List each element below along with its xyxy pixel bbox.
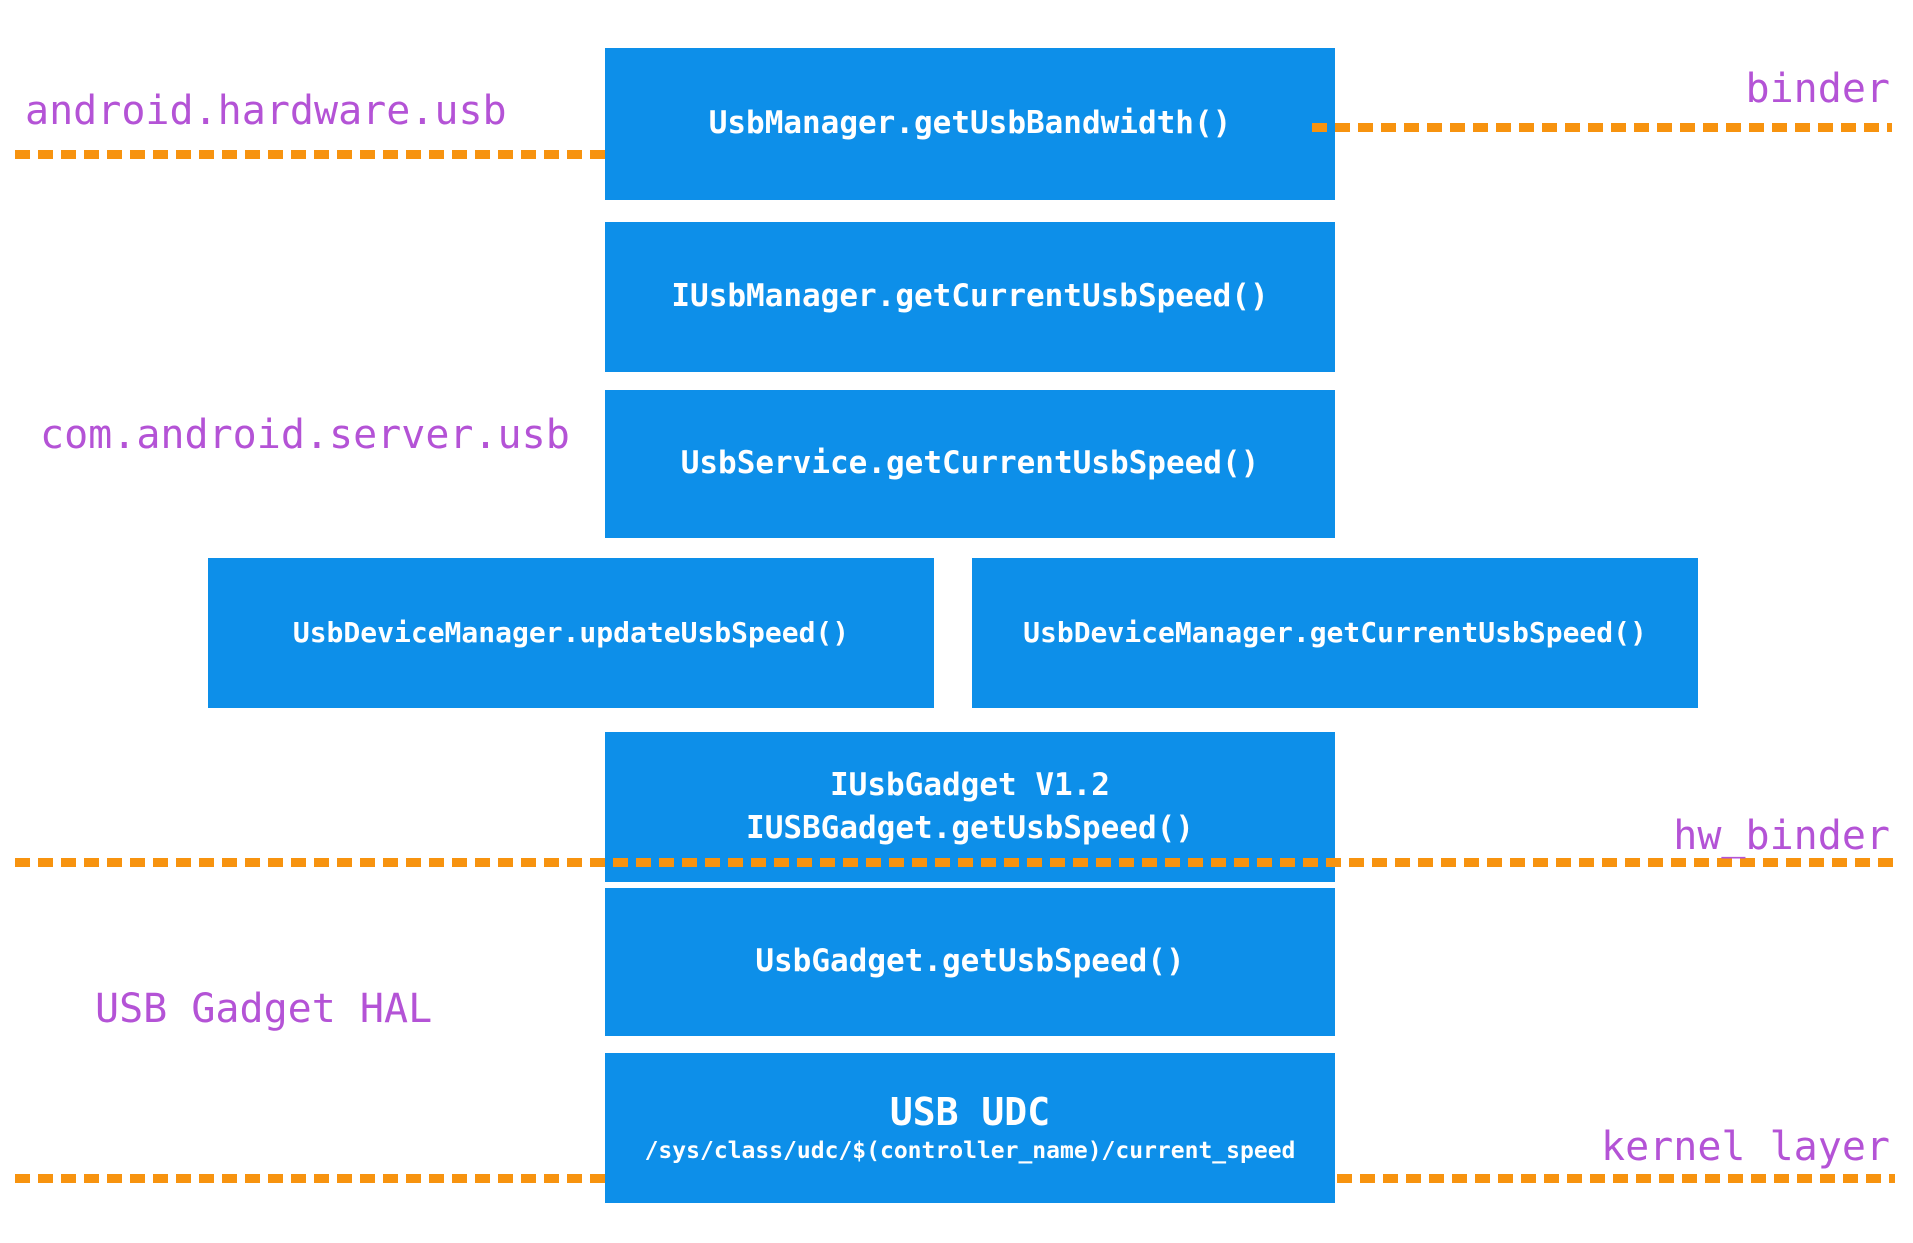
box-usbgadget-getusbspeed: UsbGadget.getUsbSpeed(): [605, 888, 1335, 1036]
box-usbservice-getcurrentusbspeed: UsbService.getCurrentUsbSpeed(): [605, 390, 1335, 538]
label-kernel-layer: kernel layer: [1601, 1124, 1890, 1170]
box-usb-udc-title: USB UDC: [889, 1090, 1051, 1135]
label-usb-gadget-hal: USB Gadget HAL: [95, 986, 433, 1032]
box-iusbmanager-getcurrentusbspeed: IUsbManager.getCurrentUsbSpeed(): [605, 222, 1335, 372]
box-usbdevicemanager-get-label: UsbDeviceManager.getCurrentUsbSpeed(): [1023, 616, 1647, 650]
label-android-hardware-usb: android.hardware.usb: [25, 88, 507, 134]
box-usb-udc: USB UDC /sys/class/udc/$(controller_name…: [605, 1053, 1335, 1203]
box-usbservice-label: UsbService.getCurrentUsbSpeed(): [680, 445, 1260, 482]
binder-boundary-line-right: [1312, 123, 1892, 132]
box-usbdevicemanager-update-label: UsbDeviceManager.updateUsbSpeed(): [292, 616, 850, 650]
box-usb-udc-path: /sys/class/udc/$(controller_name)/curren…: [644, 1137, 1296, 1164]
label-binder: binder: [1745, 66, 1891, 112]
kernel-boundary-line-right: [1337, 1174, 1895, 1183]
label-hw-binder: hw_binder: [1673, 813, 1890, 859]
kernel-boundary-line-left: [15, 1174, 607, 1183]
box-usbgadget-label: UsbGadget.getUsbSpeed(): [755, 943, 1185, 980]
box-usbmanager-getusbbandwidth: UsbManager.getUsbBandwidth(): [605, 48, 1335, 200]
hw-binder-boundary-line: [15, 858, 1895, 867]
box-usbdevicemanager-updateusbspeed: UsbDeviceManager.updateUsbSpeed(): [208, 558, 934, 708]
box-iusbgadget-version-label: IUsbGadget V1.2: [830, 766, 1110, 803]
box-iusbgadget: IUsbGadget V1.2 IUSBGadget.getUsbSpeed(): [605, 732, 1335, 882]
box-iusbgadget-method-label: IUSBGadget.getUsbSpeed(): [746, 810, 1194, 846]
box-usbmanager-label: UsbManager.getUsbBandwidth(): [708, 105, 1232, 142]
box-usbdevicemanager-getcurrentusbspeed: UsbDeviceManager.getCurrentUsbSpeed(): [972, 558, 1698, 708]
box-iusbmanager-label: IUsbManager.getCurrentUsbSpeed(): [671, 278, 1269, 315]
label-com-android-server-usb: com.android.server.usb: [40, 412, 570, 458]
binder-boundary-line-left: [15, 150, 607, 159]
